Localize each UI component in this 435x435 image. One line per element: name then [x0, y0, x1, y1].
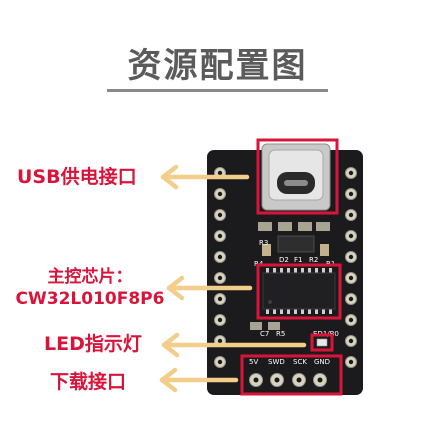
download-label: 下载接口 [50, 371, 127, 393]
arrow-usb [160, 164, 250, 190]
arrow-mcu [166, 275, 253, 301]
right-header-pins [345, 167, 357, 368]
silk-top-2: D2 [279, 256, 289, 264]
mcu-part-number: CW32L010F8P6 [15, 289, 165, 309]
arrow-led [161, 332, 307, 358]
mcu-heading: 主控芯片： [47, 267, 133, 287]
debug-pin-label-gnd: GND [314, 358, 330, 366]
mcu-chip [262, 268, 336, 314]
led-label: LED指示灯 [44, 333, 142, 355]
silk-top-4: R2 [309, 256, 318, 264]
debug-header: 5V SWD SCK GND [249, 358, 330, 387]
led-component [316, 338, 328, 347]
led-highlight-frame [310, 333, 334, 352]
silk-bottom-2: R5 [276, 330, 285, 338]
mcu-highlight-frame [256, 263, 342, 320]
silk-top-3: F1 [294, 256, 302, 264]
silk-bottom-1: C7 [260, 330, 269, 338]
title-underline [107, 89, 328, 92]
silk-top-1: R3 [259, 239, 268, 247]
download-highlight-frame [240, 354, 343, 396]
usb-power-label: USB供电接口 [17, 166, 137, 188]
usb-c-connector [261, 143, 331, 211]
debug-pin-label-5v: 5V [249, 358, 258, 366]
arrow-download [159, 367, 239, 393]
debug-pin-label-swd: SWD [268, 358, 285, 366]
smd-components [250, 222, 330, 330]
diagram-title: 资源配置图 [127, 46, 308, 86]
usb-highlight-frame [256, 138, 339, 215]
mcu-label: 主控芯片： CW32L010F8P6 [15, 266, 165, 310]
debug-pin-label-sck: SCK [293, 358, 307, 366]
